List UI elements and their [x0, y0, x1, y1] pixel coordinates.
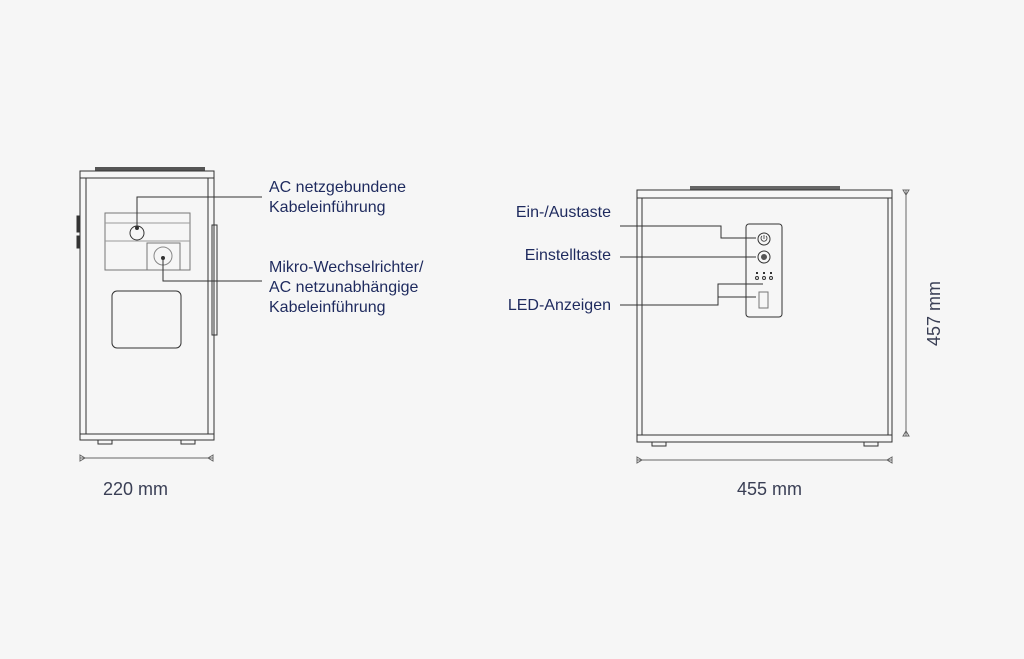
front-width-label: 455 mm — [737, 479, 803, 499]
front-view-device — [620, 186, 910, 464]
callout-led-indicators: LED-Anzeigen — [507, 297, 611, 314]
side-width-label: 220 mm — [103, 479, 169, 499]
control-panel — [745, 223, 783, 318]
settings-button — [757, 250, 771, 264]
callout-line: AC netzunabhängige — [269, 279, 419, 296]
callout-line: Mikro-Wechselrichter/ — [269, 259, 424, 276]
callout-ac-grid-cable-entry: AC netzgebundene Kabeleinführung — [269, 178, 406, 218]
callout-settings-button: Einstelltaste — [524, 247, 611, 264]
power-button — [757, 232, 771, 246]
leader-line — [620, 225, 756, 239]
leader-line — [136, 196, 262, 228]
battery-indicator — [758, 291, 769, 309]
leader-line — [162, 258, 262, 282]
window — [111, 290, 182, 349]
leader-line — [620, 283, 763, 306]
callout-microinverter-cable-entry: Mikro-Wechselrichter/ AC netzunabhängige… — [269, 258, 423, 318]
callout-line: Kabeleinführung — [269, 299, 386, 316]
callout-line: Kabeleinführung — [269, 199, 386, 216]
callout-power-button: Ein-/Austaste — [515, 204, 611, 221]
height-label: 457 mm — [924, 280, 945, 347]
side-view-device — [76, 167, 262, 462]
callout-line: AC netzgebundene — [269, 179, 406, 196]
